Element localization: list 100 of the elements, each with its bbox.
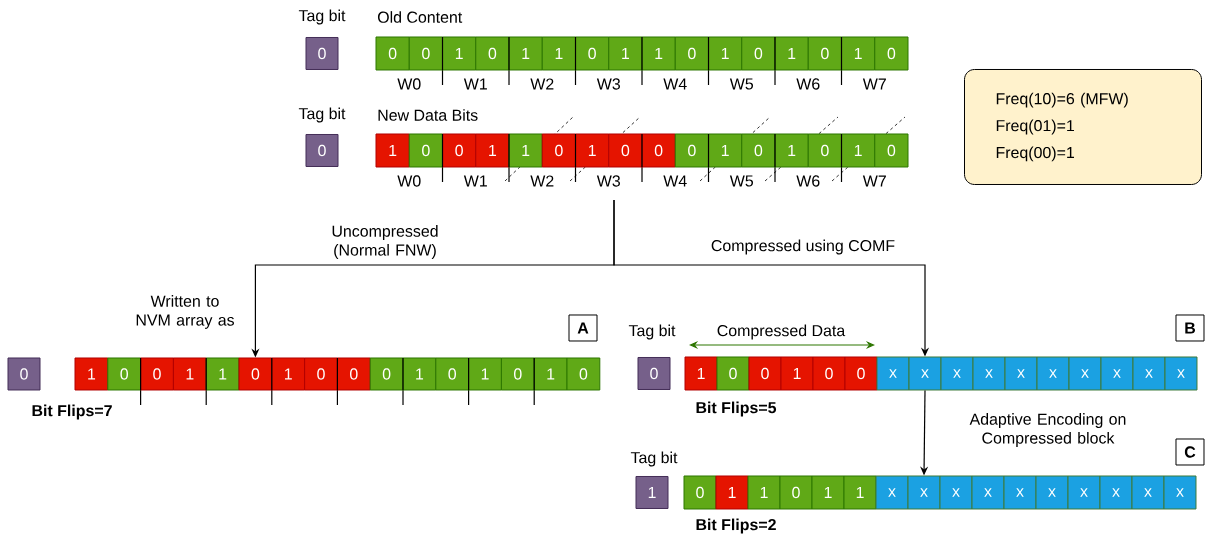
bit-cell: 1 — [508, 36, 543, 71]
bit-cell: x — [1164, 356, 1198, 391]
bit-cell: x — [940, 356, 974, 391]
tag-bit-box: 0 — [305, 37, 339, 70]
word-label: W3 — [596, 175, 620, 187]
word-label: W7 — [862, 175, 886, 187]
bit-cell: 0 — [807, 36, 842, 71]
bit-cell: 1 — [774, 133, 809, 168]
word-label: W7 — [862, 78, 886, 90]
bit-cell: x — [1068, 356, 1102, 391]
bit-cell: 0 — [683, 475, 717, 510]
edge-label: Adaptive Encoding on Compressed block — [969, 413, 1126, 447]
bit-cell: 1 — [641, 36, 676, 71]
bit-cell: x — [1067, 475, 1101, 510]
text-label: Old Content — [377, 11, 463, 23]
bit-cell: 0 — [500, 357, 535, 391]
word-label: W2 — [530, 175, 554, 187]
bit-cell: x — [1035, 475, 1069, 510]
bit-cell: 0 — [741, 133, 776, 168]
word-label: W4 — [663, 175, 687, 187]
bit-cell: 1 — [843, 475, 877, 510]
bit-cell: x — [876, 356, 910, 391]
text-label: Compressed Data — [717, 324, 846, 340]
bit-cell: 0 — [566, 357, 601, 391]
bit-cell: 1 — [442, 36, 477, 71]
bit-cell: 1 — [708, 133, 743, 168]
text-label: Tag bit — [298, 9, 346, 25]
bit-cell: 1 — [715, 475, 749, 510]
bit-flips-label: Bit Flips=7 — [32, 404, 112, 420]
bit-cell: x — [1163, 475, 1197, 510]
bit-cell: 1 — [684, 356, 718, 391]
bit-cell: x — [1004, 356, 1038, 391]
panel-letter-box: B — [1175, 314, 1205, 342]
bit-flips-label: Bit Flips=5 — [696, 401, 777, 417]
word-label: W3 — [596, 78, 620, 90]
bit-cell: x — [1132, 356, 1166, 391]
bit-cell: 1 — [841, 133, 876, 168]
bit-cell: 0 — [674, 36, 709, 71]
bit-cell: 1 — [708, 36, 743, 71]
bit-cell: 0 — [674, 133, 709, 168]
bit-cell: 1 — [541, 36, 576, 71]
bit-cell: x — [1003, 475, 1037, 510]
bit-cell: x — [939, 475, 973, 510]
text-label: Tag bit — [628, 324, 676, 340]
bit-flips-label: Bit Flips=2 — [696, 518, 776, 534]
bit-cell: 1 — [811, 475, 845, 510]
edge-label: Compressed using COMF — [711, 239, 895, 255]
word-label: W2 — [530, 78, 554, 90]
bit-cell: x — [907, 475, 941, 510]
panel-letter-box: C — [1175, 438, 1205, 466]
bit-cell: 0 — [608, 133, 643, 168]
bit-cell: 1 — [468, 357, 502, 391]
bit-cell: 1 — [475, 133, 510, 168]
bit-cell: 0 — [140, 357, 174, 391]
bit-cell: 0 — [238, 357, 273, 391]
bit-cell: x — [972, 356, 1006, 391]
bit-cell: 1 — [780, 356, 814, 391]
bit-cell: 1 — [608, 36, 643, 71]
bit-cell: 0 — [475, 36, 510, 71]
bit-cell: x — [1131, 475, 1165, 510]
word-label: W1 — [463, 175, 487, 187]
bit-cell: 0 — [369, 357, 404, 391]
bit-cell: 0 — [435, 357, 470, 391]
bit-cell: 1 — [375, 133, 410, 168]
bit-cell: 0 — [874, 133, 909, 168]
bit-cell: 0 — [336, 357, 371, 391]
bit-cell: 0 — [741, 36, 776, 71]
bit-cell: 0 — [375, 36, 410, 71]
panel-letter-box: A — [568, 314, 598, 342]
tag-bit-box: 0 — [305, 134, 339, 167]
bit-cell: 0 — [807, 133, 842, 168]
word-label: W6 — [796, 78, 820, 90]
bit-cell: 1 — [74, 357, 109, 391]
bit-cell: 0 — [748, 356, 782, 391]
text-label: New Data Bits — [378, 109, 478, 121]
bit-cell: 0 — [304, 357, 338, 391]
word-label: W5 — [729, 175, 754, 187]
bit-cell: 0 — [408, 36, 443, 71]
bit-cell: 0 — [442, 133, 477, 168]
bit-cell: x — [875, 475, 909, 510]
bit-cell: 1 — [575, 133, 610, 168]
bit-cell: 0 — [107, 357, 142, 391]
bit-cell: 1 — [508, 133, 543, 168]
bit-cell: 1 — [841, 36, 876, 71]
word-label: W0 — [397, 175, 421, 187]
bit-cell: 1 — [172, 357, 207, 391]
bit-cell: x — [908, 356, 942, 391]
bit-cell: x — [1099, 475, 1133, 510]
tag-bit-box: 0 — [7, 357, 41, 391]
bit-cell: 1 — [271, 357, 306, 391]
bit-cell: 0 — [641, 133, 676, 168]
tag-bit-box: 0 — [637, 357, 671, 390]
bit-cell: 0 — [408, 133, 443, 168]
bit-cell: 0 — [541, 133, 576, 168]
bit-cell: 0 — [844, 356, 878, 391]
bit-cell: 1 — [402, 357, 437, 391]
bit-cell: x — [1100, 356, 1134, 391]
bit-cell: 1 — [774, 36, 809, 71]
text-label: Written to NVM array as — [136, 295, 234, 329]
word-label: W0 — [397, 78, 421, 90]
